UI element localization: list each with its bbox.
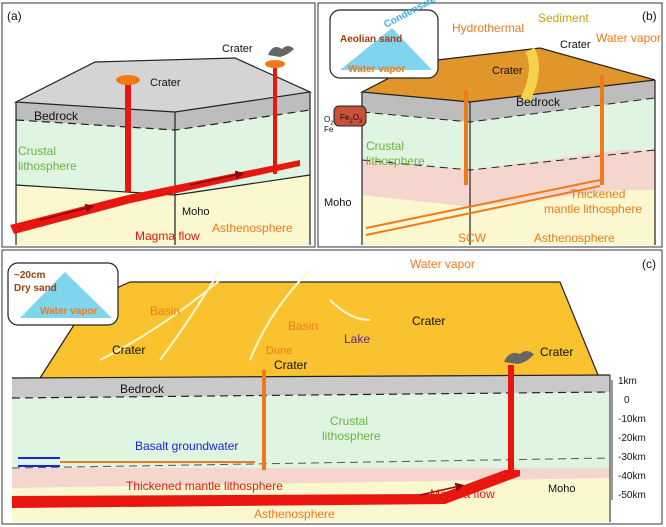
panel-c-basin-left: Basin bbox=[150, 304, 180, 318]
panel-a-crater-right-icon bbox=[265, 60, 285, 68]
panel-a-conduit-left bbox=[125, 82, 131, 192]
panel-c-inset-dry-sand: Dry sand bbox=[14, 283, 57, 294]
panel-c-crustal: Crustal bbox=[330, 414, 368, 428]
panel-c-moho: Moho bbox=[548, 483, 576, 495]
panel-c-inset-water-vapor: Water vapor bbox=[40, 306, 98, 317]
depth-tick-label: -30km bbox=[618, 452, 646, 463]
panel-a-moho: Moho bbox=[182, 206, 210, 218]
panel-a-surface bbox=[13, 57, 313, 113]
depth-scale: 1km 0 -10km -20km -30km -40km -50km bbox=[611, 376, 646, 501]
panel-b-asthenosphere: Asthenosphere bbox=[534, 231, 615, 245]
panel-c-water-vapor: Water vapor bbox=[410, 257, 475, 271]
panel-c-crust-layer bbox=[12, 392, 610, 468]
panel-a-crustal: Crustal bbox=[18, 144, 56, 158]
panel-b-label: (b) bbox=[642, 9, 657, 23]
panel-b-sediment-band bbox=[520, 47, 539, 103]
panel-c-bedrock: Bedrock bbox=[120, 382, 165, 396]
panel-a-crater-right: Crater bbox=[222, 43, 253, 55]
panel-b-crater-right: Crater bbox=[560, 39, 591, 51]
panel-a-smoke-icon bbox=[268, 46, 294, 57]
panel-c-crater-right: Crater bbox=[540, 345, 573, 359]
panel-b-crustal: Crustal bbox=[366, 139, 404, 153]
panel-b: Aeolian sand Condensate Water vapor O2 F… bbox=[317, 0, 663, 248]
panel-a-asthenosphere-layer bbox=[16, 175, 310, 245]
depth-tick-label: -50km bbox=[618, 490, 646, 501]
panel-c-asthenosphere: Asthenosphere bbox=[254, 507, 335, 521]
panel-c-conduit-mid bbox=[262, 370, 266, 470]
panel-a-crater-left: Crater bbox=[150, 77, 181, 89]
depth-tick-label: 0 bbox=[624, 395, 630, 406]
panel-c-lithosphere: lithosphere bbox=[322, 429, 381, 443]
panel-c-basin-mid: Basin bbox=[288, 319, 318, 333]
panel-a-conduit-right bbox=[273, 64, 277, 174]
panel-a-magma-flow: Magma flow bbox=[135, 229, 200, 243]
panel-c-sand-surface bbox=[12, 282, 610, 378]
panel-b-hydrothermal: Hydrothermal bbox=[452, 21, 524, 35]
panel-c-conduit-right bbox=[508, 365, 514, 473]
panel-b-thickened-mantle-layer bbox=[362, 150, 655, 207]
panel-a-label: (a) bbox=[7, 9, 22, 23]
panel-c-label: (c) bbox=[642, 257, 656, 271]
svg-text:Fe2O3: Fe2O3 bbox=[340, 113, 363, 125]
panel-a-asthenosphere: Asthenosphere bbox=[212, 221, 293, 235]
svg-text:Fe: Fe bbox=[324, 125, 334, 134]
panel-c-inset-depth: ~20cm bbox=[14, 270, 46, 281]
depth-tick-label: -40km bbox=[618, 471, 646, 482]
panel-c-dune: Dune bbox=[266, 345, 292, 357]
panel-c-magma-flow: Magma flow bbox=[430, 487, 495, 501]
panel-c-bedrock-layer bbox=[12, 375, 610, 398]
panel-c-crater-mid: Crater bbox=[274, 358, 307, 372]
panel-b-fe-oxide-box bbox=[333, 105, 367, 127]
depth-tick-label: -20km bbox=[618, 433, 646, 444]
panel-c-basalt-groundwater: Basalt groundwater bbox=[135, 439, 238, 453]
panel-a: (a) Crater Crater Bedrock Crustal lithos… bbox=[1, 2, 316, 248]
svg-text:O2: O2 bbox=[324, 115, 334, 127]
depth-tick-label: 1km bbox=[618, 376, 637, 387]
panel-c-magma-flow-band bbox=[12, 470, 520, 508]
depth-tick-label: -10km bbox=[618, 414, 646, 425]
panel-c-crater-top: Crater bbox=[412, 314, 445, 328]
panel-c-lake: Lake bbox=[344, 332, 370, 346]
panel-b-thickened: Thickened bbox=[570, 187, 625, 201]
panel-a-crater-left-icon bbox=[116, 75, 140, 85]
panel-a-magma-flow-band bbox=[10, 195, 131, 234]
panel-b-moho: Moho bbox=[324, 197, 352, 209]
panel-a-bedrock: Bedrock bbox=[34, 109, 79, 123]
panel-b-crater-mid: Crater bbox=[492, 65, 523, 77]
panel-b-bedrock: Bedrock bbox=[516, 95, 561, 109]
panel-b-scw: SCW bbox=[458, 231, 487, 245]
panel-a-lithosphere: lithosphere bbox=[18, 159, 77, 173]
panel-c-smoke-icon bbox=[504, 351, 534, 364]
panel-b-lithosphere: lithosphere bbox=[366, 154, 425, 168]
panel-b-water-vapor: Water vapor bbox=[596, 31, 661, 45]
panel-b-mantle-lithosphere: mantle lithosphere bbox=[544, 202, 642, 216]
panel-b-sediment: Sediment bbox=[538, 11, 589, 25]
panel-b-inset-water-vapor: Water vapor bbox=[348, 64, 406, 75]
panel-c-thickened-mantle: Thickened mantle lithosphere bbox=[126, 479, 283, 493]
panel-c-crater-left: Crater bbox=[112, 343, 145, 357]
panel-c: 1km 0 -10km -20km -30km -40km -50km ~20c… bbox=[1, 249, 663, 525]
panel-b-inset-aeolian: Aeolian sand bbox=[340, 34, 402, 45]
